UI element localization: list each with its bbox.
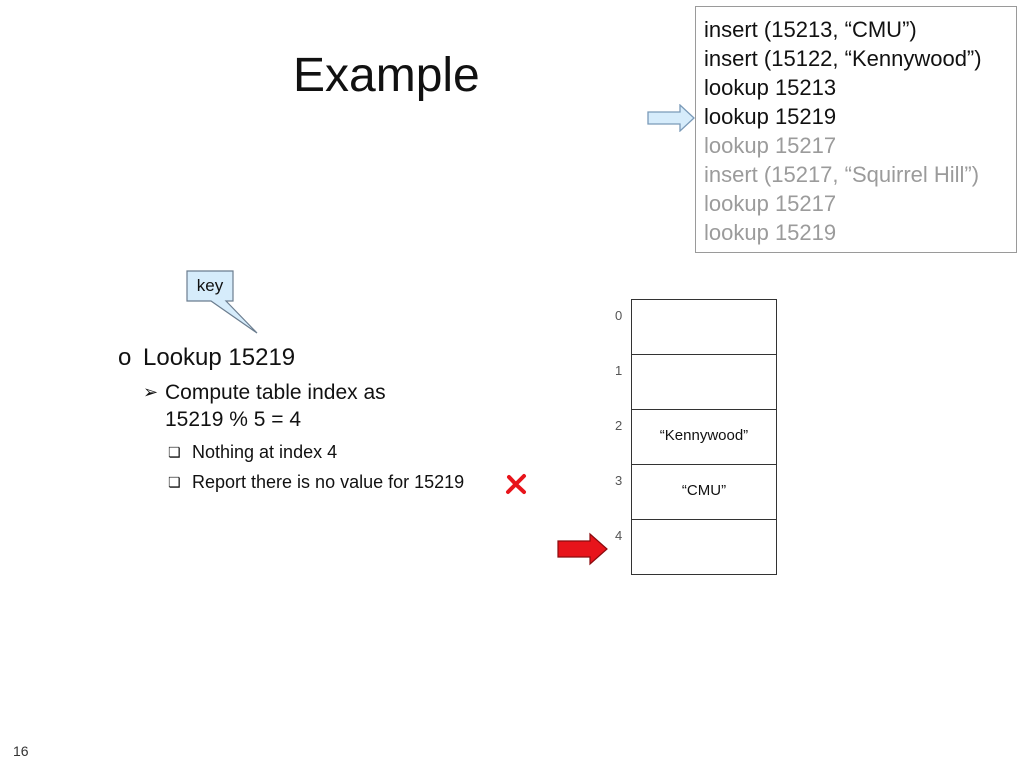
key-callout-shape bbox=[186, 270, 258, 334]
slot-value: “Kennywood” bbox=[659, 427, 749, 444]
operation-item: lookup 15217 bbox=[704, 191, 837, 216]
hash-table-slot: 0 bbox=[615, 300, 777, 355]
arrowhead-bullet-icon: ➢ bbox=[143, 382, 159, 402]
box-bullet-icon: ❏ bbox=[168, 474, 181, 490]
probe-arrow-icon bbox=[557, 532, 608, 566]
operation-item: lookup 15217 bbox=[704, 133, 837, 158]
box-bullet-icon: ❏ bbox=[168, 444, 181, 460]
operation-item: lookup 15213 bbox=[704, 75, 837, 100]
bullet-level3: ❏ Report there is no value for 15219 bbox=[168, 467, 558, 497]
current-operation-arrow-icon bbox=[647, 104, 695, 132]
hash-table: 0 1 2 “Kennywood” 3 “CMU” 4 bbox=[615, 299, 777, 575]
slot-index: 1 bbox=[615, 363, 623, 378]
page-number: 16 bbox=[13, 743, 29, 759]
operation-item: insert (15213, “CMU”) bbox=[704, 17, 917, 42]
hash-table-slot: 3 “CMU” bbox=[615, 465, 777, 520]
bullet-level3: ❏ Nothing at index 4 bbox=[168, 437, 558, 467]
key-callout-label: key bbox=[196, 276, 224, 295]
bullet-level2-line: Compute table index as bbox=[165, 381, 386, 404]
slot-index: 2 bbox=[615, 418, 623, 433]
hash-table-slot: 2 “Kennywood” bbox=[615, 410, 777, 465]
bullet-level1-text: Lookup 15219 bbox=[143, 344, 296, 371]
slide-title: Example bbox=[293, 49, 480, 102]
circle-bullet-icon: o bbox=[118, 344, 132, 371]
operation-item: insert (15217, “Squirrel Hill”) bbox=[704, 162, 980, 187]
slot-index: 3 bbox=[615, 473, 623, 488]
bullet-list: o Lookup 15219 ➢ Compute table index as 1… bbox=[118, 343, 558, 497]
bullet-level3-text: Nothing at index 4 bbox=[192, 442, 338, 462]
bullet-level2: ➢ Compute table index as 15219 % 5 = 4 bbox=[143, 379, 558, 433]
operation-item: lookup 15219 bbox=[704, 220, 837, 245]
operations-list: insert (15213, “CMU”) insert (15122, “Ke… bbox=[695, 6, 1017, 253]
slot-value: “CMU” bbox=[681, 482, 727, 499]
slot-index: 4 bbox=[615, 528, 623, 543]
operation-item: insert (15122, “Kennywood”) bbox=[704, 46, 982, 71]
bullet-level3-text: Report there is no value for 15219 bbox=[192, 472, 465, 492]
bullet-level1: o Lookup 15219 bbox=[118, 343, 558, 373]
hash-table-slot: 1 bbox=[615, 355, 777, 410]
operation-item-current: lookup 15219 bbox=[704, 104, 837, 129]
cross-mark-icon bbox=[506, 474, 526, 494]
bullet-level2-line: 15219 % 5 = 4 bbox=[165, 408, 302, 431]
hash-table-slot: 4 bbox=[615, 520, 777, 575]
slot-index: 0 bbox=[615, 308, 623, 323]
